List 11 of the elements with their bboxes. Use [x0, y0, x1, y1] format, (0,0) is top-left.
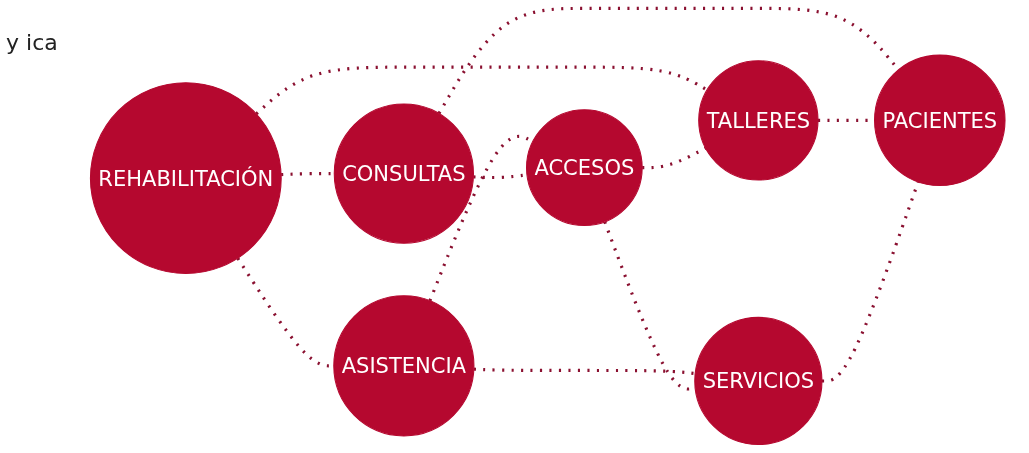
- node-circle: SERVICIOS: [694, 316, 823, 446]
- node-circle: REHABILITACIÓN: [89, 82, 282, 275]
- node-circle: ASISTENCIA: [333, 295, 475, 437]
- connector: [255, 65, 708, 116]
- node-circle: PACIENTES: [873, 54, 1006, 187]
- connector: [821, 181, 920, 383]
- connector: [280, 172, 334, 177]
- node-circle: ACCESOS: [525, 109, 643, 227]
- node-circle: TALLERES: [697, 60, 819, 181]
- node-circle: CONSULTAS: [333, 103, 474, 244]
- note-text: y ica: [6, 30, 59, 55]
